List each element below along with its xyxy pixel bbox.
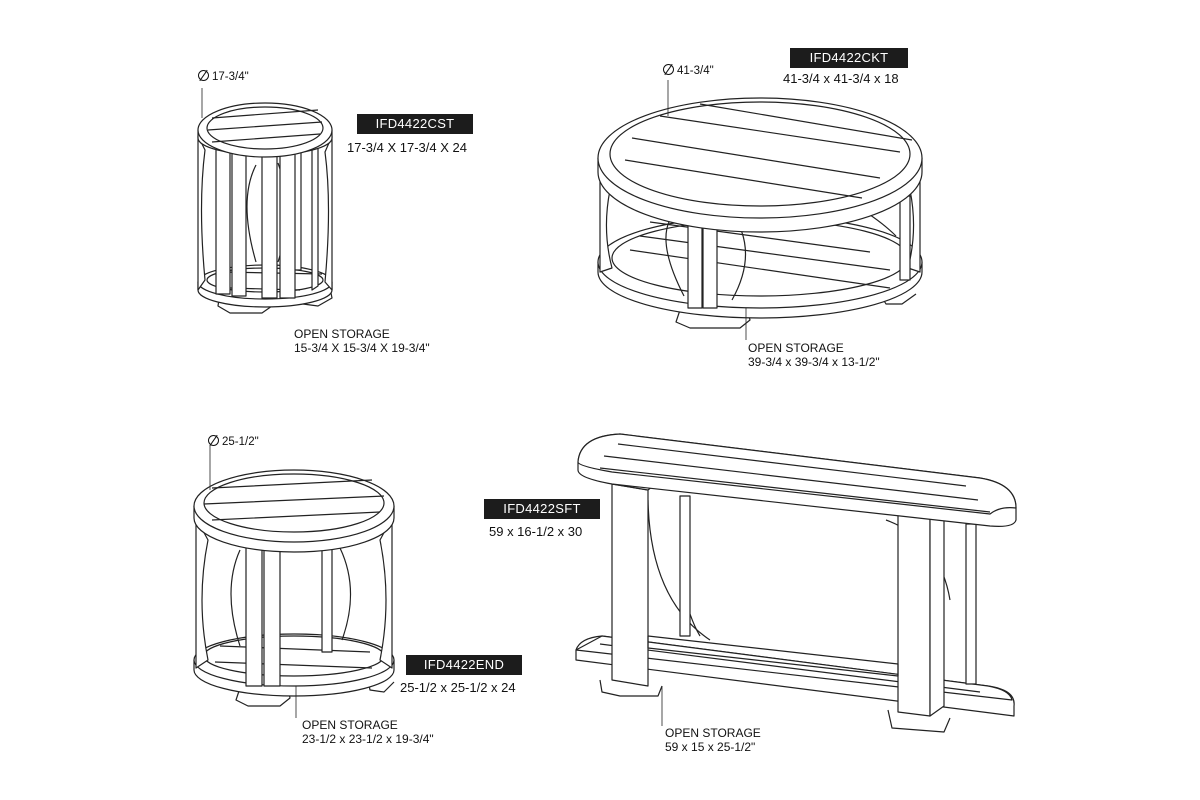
cst-storage-title: OPEN STORAGE [294, 327, 390, 341]
ckt-diameter-callout: 41-3/4" [663, 64, 714, 77]
end-dimensions: 25-1/2 x 25-1/2 x 24 [400, 680, 516, 695]
end-diameter-callout: 25-1/2" [208, 435, 259, 448]
sofa-table-drawing [575, 433, 1017, 733]
sft-storage-dims: 59 x 15 x 25-1/2" [665, 740, 756, 754]
chairside-table-drawing [197, 88, 333, 314]
ckt-model-label: IFD4422CKT [790, 48, 908, 68]
sft-open-storage: OPEN STORAGE 59 x 15 x 25-1/2" [665, 726, 761, 754]
cst-model-label: IFD4422CST [357, 114, 473, 134]
end-storage-dims: 23-1/2 x 23-1/2 x 19-3/4" [302, 732, 434, 746]
cst-diameter-value: 17-3/4" [212, 71, 249, 83]
end-open-storage: OPEN STORAGE 23-1/2 x 23-1/2 x 19-3/4" [302, 718, 434, 746]
cocktail-table-drawing [597, 80, 923, 340]
diameter-icon [208, 435, 219, 446]
end-model-label: IFD4422END [406, 655, 522, 675]
diameter-icon [198, 70, 209, 81]
ckt-storage-dims: 39-3/4 x 39-3/4 x 13-1/2" [748, 355, 880, 369]
sft-model-label: IFD4422SFT [484, 499, 600, 519]
ckt-diameter-value: 41-3/4" [677, 65, 714, 77]
end-table-drawing [193, 446, 395, 718]
ckt-storage-title: OPEN STORAGE [748, 341, 844, 355]
ckt-dimensions: 41-3/4 x 41-3/4 x 18 [783, 71, 899, 86]
end-storage-title: OPEN STORAGE [302, 718, 398, 732]
sft-storage-title: OPEN STORAGE [665, 726, 761, 740]
cst-dimensions: 17-3/4 X 17-3/4 X 24 [347, 140, 467, 155]
cst-storage-dims: 15-3/4 X 15-3/4 X 19-3/4" [294, 341, 430, 355]
cst-diameter-callout: 17-3/4" [198, 70, 249, 83]
sft-dimensions: 59 x 16-1/2 x 30 [489, 524, 583, 539]
end-diameter-value: 25-1/2" [222, 436, 259, 448]
diameter-icon [663, 64, 674, 75]
ckt-open-storage: OPEN STORAGE 39-3/4 x 39-3/4 x 13-1/2" [748, 341, 880, 369]
cst-open-storage: OPEN STORAGE 15-3/4 X 15-3/4 X 19-3/4" [294, 327, 430, 355]
